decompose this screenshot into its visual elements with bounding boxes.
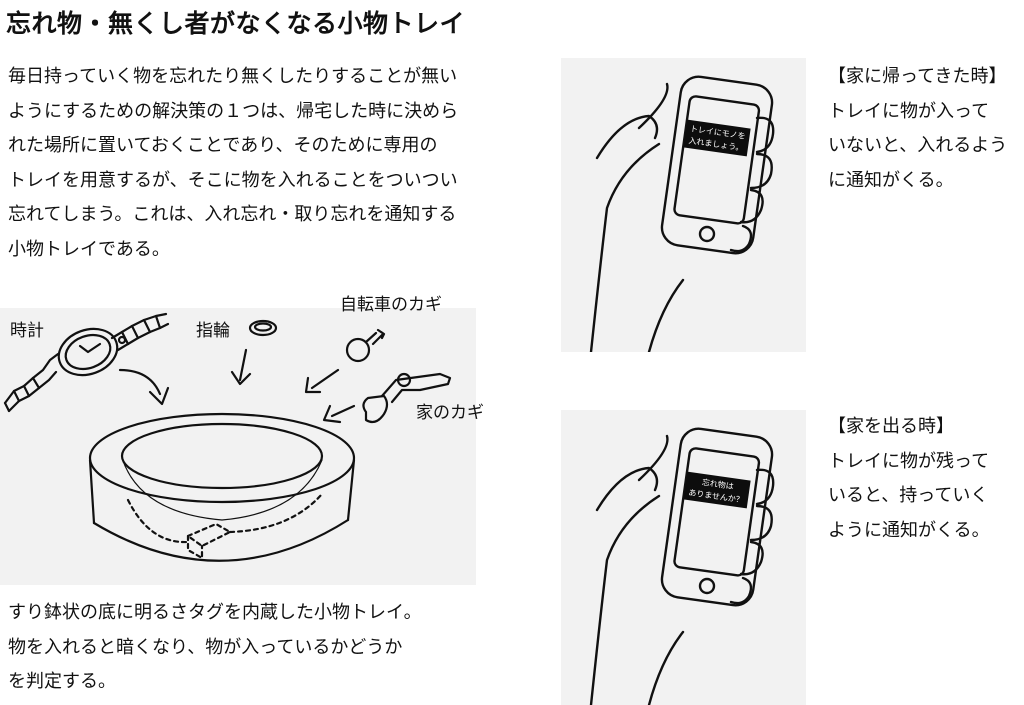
intro-paragraph: 毎日持っていく物を忘れたり無くしたりすることが無い ようにするための解決策の１つ… <box>8 60 528 268</box>
leave-line: トレイに物が残って <box>828 450 990 472</box>
label-watch: 時計 <box>10 321 44 341</box>
home-heading: 【家に帰ってきた時】 <box>828 66 1007 87</box>
leave-line: ように通知がくる。 <box>828 519 990 541</box>
notification-line: 忘れ物は <box>701 477 734 491</box>
intro-line: ようにするための解決策の１つは、帰宅した時に決めら <box>8 100 459 122</box>
home-line: に通知がくる。 <box>828 169 954 191</box>
leave-heading: 【家を出る時】 <box>828 416 954 437</box>
caption-line: すり鉢状の底に明るさタグを内蔵した小物トレイ。 <box>8 602 422 623</box>
home-line: トレイに物が入って <box>828 100 990 122</box>
page-title: 忘れ物・無くし者がなくなる小物トレイ <box>6 9 466 38</box>
label-ring: 指輪 <box>196 321 230 341</box>
label-bike-key: 自転車のカギ <box>340 295 442 315</box>
intro-line: 毎日持っていく物を忘れたり無くしたりすることが無い <box>8 66 458 87</box>
home-line: いないと、入れるよう <box>828 135 1008 157</box>
intro-line: 忘れてしまう。これは、入れ忘れ・取り忘れを通知する <box>8 204 457 226</box>
intro-line: トレイを用意するが、そこに物を入れることをついつい <box>8 169 458 191</box>
phone-illustration-home: トレイにモノを 入れましょう。 <box>561 58 806 352</box>
home-description: 【家に帰ってきた時】 トレイに物が入って いないと、入れるよう に通知がくる。 <box>828 60 1024 198</box>
label-house-key: 家のカギ <box>416 403 484 423</box>
hand-phone-sketch: トレイにモノを 入れましょう。 <box>589 75 775 352</box>
intro-line: れた場所に置いておくことであり、そのために専用の <box>8 135 438 157</box>
leave-description: 【家を出る時】 トレイに物が残って いると、持っていく ように通知がくる。 <box>828 410 1024 548</box>
caption-line: を判定する。 <box>8 671 116 693</box>
intro-line: 小物トレイである。 <box>8 238 170 260</box>
phone-illustration-leave: 忘れ物は ありませんか？ <box>561 410 806 705</box>
tray-sketch <box>3 312 452 562</box>
leave-line: いると、持っていく <box>828 485 989 507</box>
tray-caption: すり鉢状の底に明るさタグを内蔵した小物トレイ。 物を入れると暗くなり、物が入って… <box>8 596 488 700</box>
caption-line: 物を入れると暗くなり、物が入っているかどうか <box>8 636 403 658</box>
tray-illustration: 時計 指輪 自転車のカギ 家のカギ <box>0 295 484 585</box>
hand-phone-sketch: 忘れ物は ありませんか？ <box>589 427 775 705</box>
